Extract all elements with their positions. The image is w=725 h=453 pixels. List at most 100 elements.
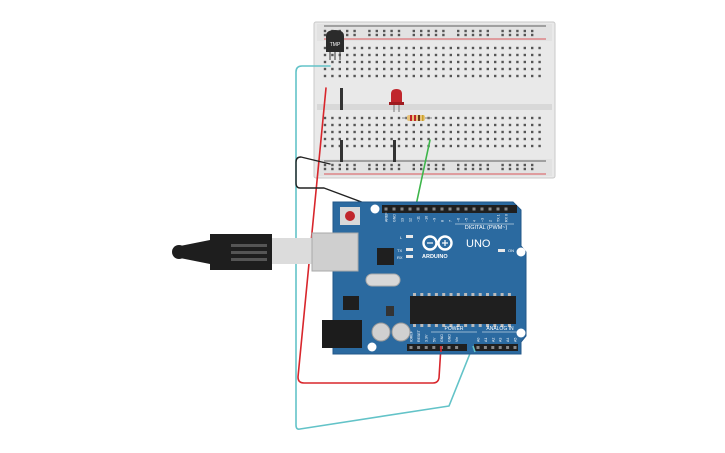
- header-pin[interactable]: [400, 207, 404, 211]
- usb-chip: [377, 248, 394, 265]
- digital-pin-label: RX 0: [505, 214, 509, 222]
- header-pin[interactable]: [392, 207, 396, 211]
- breadboard-hole: [412, 46, 415, 50]
- digital-pin-label: ~11: [417, 216, 421, 222]
- breadboard-hole: [397, 130, 401, 134]
- rail-hole: [457, 33, 460, 37]
- breadboard-hole: [405, 144, 408, 148]
- header-pin[interactable]: [408, 207, 412, 211]
- breadboard-hole: [531, 123, 534, 127]
- power-pin-label: 5V: [432, 337, 436, 342]
- header-pin[interactable]: [456, 207, 460, 211]
- breadboard-hole: [538, 46, 541, 50]
- small-chip: [386, 306, 394, 316]
- power-pin[interactable]: [432, 346, 436, 349]
- header-pin[interactable]: [448, 207, 452, 211]
- led-rim: [389, 102, 404, 105]
- analog-pin[interactable]: [498, 346, 502, 349]
- header-pin[interactable]: [424, 207, 428, 211]
- breadboard-hole: [464, 53, 467, 57]
- usb-cable[interactable]: [172, 234, 332, 270]
- breadboard-hole: [383, 137, 386, 141]
- temperature-sensor[interactable]: TMP: [326, 30, 344, 60]
- breadboard-hole: [353, 60, 356, 64]
- header-pin[interactable]: [432, 207, 436, 211]
- header-pin[interactable]: [416, 207, 420, 211]
- breadboard-hole: [360, 60, 364, 64]
- breadboard-hole: [397, 123, 401, 127]
- analog-pin[interactable]: [483, 346, 487, 349]
- analog-pin[interactable]: [491, 346, 495, 349]
- rail-hole: [471, 167, 475, 171]
- breadboard-hole: [486, 74, 489, 78]
- analog-pin[interactable]: [506, 346, 510, 349]
- rail-hole: [420, 167, 423, 171]
- breadboard-hole: [434, 130, 438, 134]
- header-pin[interactable]: [464, 207, 468, 211]
- breadboard-hole: [434, 53, 438, 57]
- breadboard-hole: [397, 60, 401, 64]
- header-pin[interactable]: [472, 207, 476, 211]
- jumper-lead: [340, 140, 343, 162]
- analog-pin[interactable]: [476, 346, 480, 349]
- rail-hole: [442, 163, 445, 167]
- breadboard-hole: [523, 123, 526, 127]
- breadboard-hole: [397, 74, 401, 78]
- rail-hole: [390, 163, 393, 167]
- wire-green-pin[interactable]: [414, 139, 431, 211]
- breadboard-hole: [397, 46, 401, 50]
- breadboard-hole: [383, 46, 386, 50]
- atmega-chip-pins: [413, 293, 511, 327]
- header-pin[interactable]: [496, 207, 500, 211]
- resistor[interactable]: [402, 115, 432, 121]
- breadboard-hole: [471, 60, 475, 64]
- breadboard-hole: [464, 137, 467, 141]
- breadboard-hole: [412, 74, 415, 78]
- reset-button[interactable]: [345, 211, 355, 221]
- header-pin[interactable]: [504, 207, 508, 211]
- breadboard-hole: [442, 116, 445, 120]
- breadboard-hole: [464, 123, 467, 127]
- power-pin[interactable]: [424, 346, 428, 349]
- rail-hole: [397, 163, 401, 167]
- header-pin[interactable]: [480, 207, 484, 211]
- breadboard-hole: [471, 74, 475, 78]
- analog-pin[interactable]: [513, 346, 517, 349]
- on-led: [498, 249, 505, 252]
- breadboard-hole: [538, 60, 541, 64]
- breadboard-hole: [360, 123, 364, 127]
- breadboard-hole: [471, 67, 475, 71]
- chip-pin: [500, 324, 504, 327]
- tx-led: [406, 248, 413, 251]
- wire-red-5v[interactable]: [297, 87, 442, 384]
- header-pin[interactable]: [488, 207, 492, 211]
- power-pin[interactable]: [409, 346, 413, 349]
- breadboard-hole: [405, 123, 408, 127]
- breadboard-hole: [427, 137, 430, 141]
- breadboard-hole: [486, 60, 489, 64]
- led[interactable]: [389, 89, 404, 112]
- breadboard-hole: [360, 53, 364, 57]
- rail-hole: [390, 33, 393, 37]
- breadboard-hole: [390, 74, 393, 78]
- power-pin[interactable]: [455, 346, 459, 349]
- breadboard-hole: [457, 53, 460, 57]
- breadboard-hole: [494, 144, 497, 148]
- breadboard-hole: [464, 60, 467, 64]
- digital-pin-label: ~3: [481, 218, 485, 222]
- chip-pin: [486, 293, 489, 296]
- breadboard-hole: [516, 137, 519, 141]
- rail-hole: [353, 29, 356, 33]
- header-pin[interactable]: [440, 207, 444, 211]
- power-pin-label: 3.3V: [425, 334, 429, 342]
- header-pin[interactable]: [384, 207, 388, 211]
- power-pin-label: GND: [440, 334, 444, 342]
- wire-teal-a0[interactable]: [295, 65, 474, 430]
- breadboard-hole: [531, 53, 534, 57]
- breadboard-hole: [516, 46, 519, 50]
- rail-hole: [464, 163, 467, 167]
- power-pin[interactable]: [417, 346, 421, 349]
- power-pin[interactable]: [447, 346, 451, 349]
- wire-black-gnd[interactable]: [295, 156, 384, 211]
